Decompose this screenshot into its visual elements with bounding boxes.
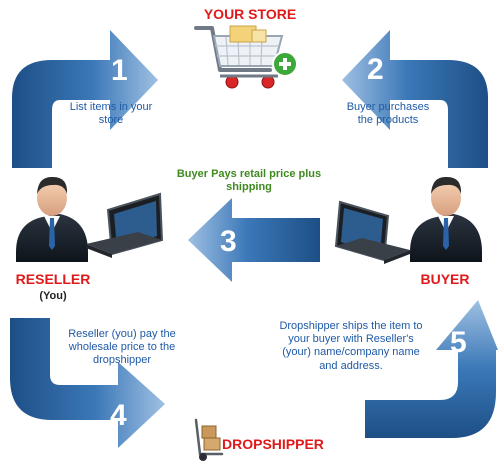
- step-4-arrow: [10, 318, 165, 448]
- buyer-person-icon: [410, 176, 482, 262]
- step-1-arrow: [12, 30, 158, 168]
- reseller-subtitle: (You): [39, 290, 67, 302]
- plus-icon: [272, 51, 298, 77]
- hand-truck-icon: [194, 418, 224, 461]
- shopping-cart-icon: [194, 25, 284, 89]
- step-3-number: 3: [220, 225, 237, 258]
- step-3-text: Buyer Pays retail price plus shipping: [176, 168, 322, 194]
- step-2-text: Buyer purchases the products: [346, 101, 430, 127]
- step-3-arrow: [188, 198, 320, 282]
- step-5-arrow: [365, 300, 498, 438]
- step-2-number: 2: [367, 53, 384, 86]
- step-5-number: 5: [450, 326, 467, 359]
- step-4-number: 4: [110, 399, 127, 432]
- dropshipper-title: DROPSHIPPER: [222, 436, 324, 452]
- step-2-arrow: [342, 30, 488, 168]
- step-4-text: Reseller (you) pay the wholesale price t…: [68, 328, 176, 367]
- step-5-text: Dropshipper ships the item to your buyer…: [279, 320, 423, 372]
- reseller-title: RESELLER: [15, 271, 91, 287]
- reseller-person-icon: [16, 176, 88, 262]
- buyer-title: BUYER: [420, 271, 470, 287]
- reseller-laptop-icon: [86, 192, 164, 258]
- store-title: YOUR STORE: [203, 6, 297, 22]
- step-1-text: List items in your store: [69, 101, 153, 127]
- step-1-number: 1: [111, 54, 128, 87]
- buyer-laptop-icon: [334, 200, 410, 264]
